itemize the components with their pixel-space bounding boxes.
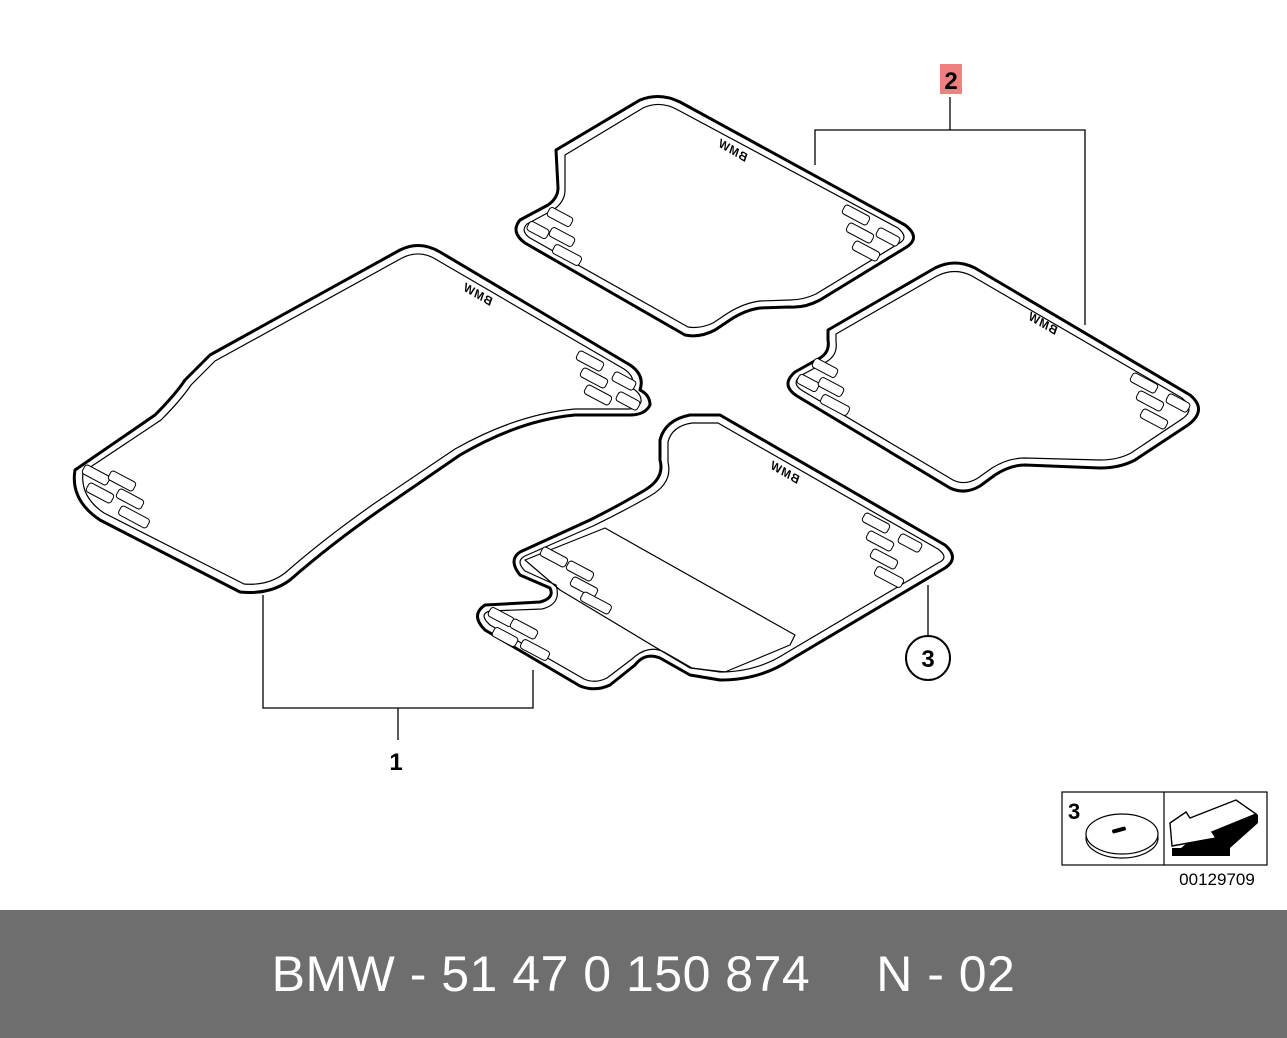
rear-floor-mat-right[interactable]: BMW	[786, 261, 1200, 493]
callout-highlight	[940, 64, 962, 94]
clip-fastener-icon	[1085, 813, 1159, 859]
part-number: BMW - 51 47 0 150 874	[271, 946, 811, 1002]
callout-1[interactable]: 1	[389, 749, 402, 776]
rear-floor-mat-left[interactable]: BMW	[514, 95, 915, 338]
front-floor-mat-right[interactable]: BMW	[476, 413, 954, 691]
callout-3-circle	[905, 635, 951, 681]
diagram-code: 00129709	[1179, 870, 1255, 889]
legend-box: 3	[1061, 791, 1268, 866]
legend-number: 3	[1068, 799, 1080, 824]
arrow-direction-icon	[1169, 799, 1258, 856]
callout-3[interactable]: 3	[921, 646, 934, 673]
leader-lines	[262, 97, 1086, 740]
callout-2[interactable]: 2	[944, 68, 957, 95]
variant-code: N - 02	[876, 946, 1016, 1002]
part-number-footer: BMW - 51 47 0 150 874 N - 02	[0, 910, 1287, 1038]
parts-diagram: BMW BMW BMW	[72, 64, 1268, 889]
front-floor-mat-left[interactable]: BMW	[72, 244, 652, 594]
